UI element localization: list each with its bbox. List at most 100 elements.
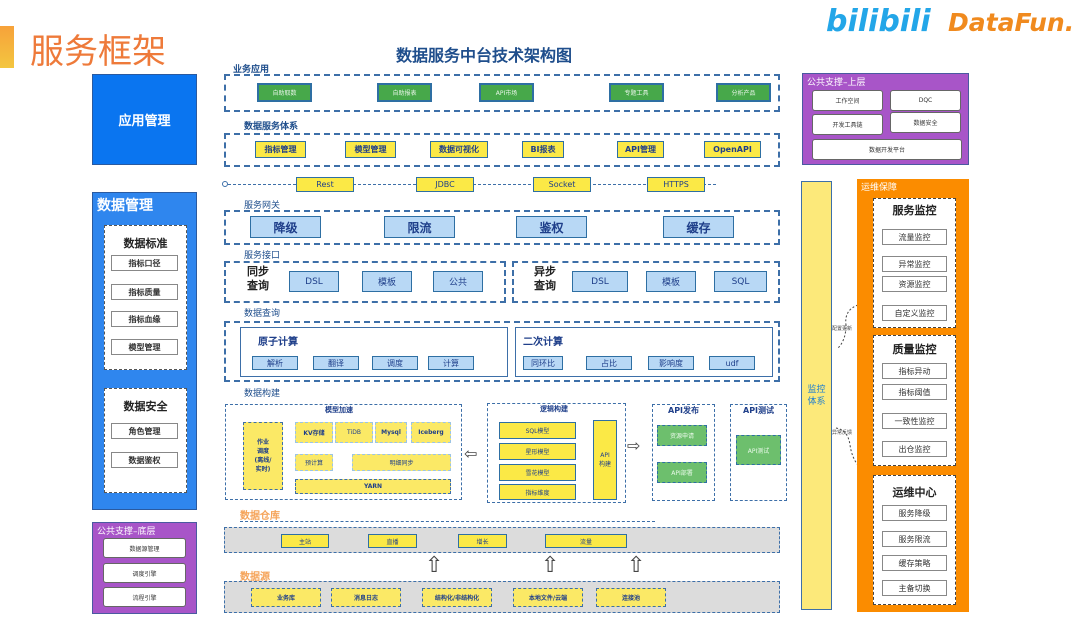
config-update-label: 配置更新 [832, 325, 853, 332]
quality-monitor-item: 指标异动 [882, 363, 947, 379]
public-bottom-item: 调度引擎 [103, 563, 186, 583]
ops-block: 运维保障 服务监控 流量监控 异常监控 资源监控 自定义监控 质量监控 指标异动… [857, 179, 969, 612]
quality-monitor-group: 质量监控 指标异动 指标阈值 一致性监控 出仓监控 [873, 335, 956, 466]
datafun-logo: DataFun. [948, 8, 1075, 37]
app-management-label: 应用管理 [118, 114, 171, 129]
service-system-item: 模型管理 [345, 141, 396, 158]
async-query-item: 模板 [646, 271, 696, 292]
public-support-bottom: 公共支撑–底层 数据源管理 调度引擎 流程引擎 [92, 522, 197, 614]
protocol-line-start-dot [222, 181, 228, 187]
ops-center-item: 服务降级 [882, 505, 947, 521]
ops-center-group: 运维中心 服务降级 服务限流 缓存策略 主备切换 [873, 475, 956, 605]
public-top-item: 开发工具链 [812, 114, 883, 135]
data-standard-group: 数据标准 指标口径 指标质量 指标血缘 模型管理 [104, 225, 187, 370]
biz-app-item: 自助取数 [257, 83, 312, 102]
arrow-up-icon: ⇧ [627, 553, 646, 578]
standard-item: 指标口径 [111, 255, 178, 271]
error-feedback-arrow [835, 427, 859, 466]
warehouse-label: 数据仓库 [240, 511, 280, 522]
atomic-item: 解析 [252, 356, 298, 370]
source-item: 结构化/非结构化 [422, 588, 492, 607]
biz-app-label: 业务应用 [233, 65, 270, 75]
biz-app-item: 自助报表 [377, 83, 432, 102]
interface-label: 服务接口 [244, 251, 281, 261]
service-system-item: OpenAPI [704, 141, 761, 158]
heading-accent-icon [0, 26, 14, 68]
standard-item: 指标血缘 [111, 311, 178, 327]
protocol-item: Rest [296, 177, 354, 192]
api-test-item: API测试 [736, 435, 781, 465]
standard-item: 指标质量 [111, 284, 178, 300]
bilibili-logo: bilibili [826, 4, 931, 39]
secondary-item: udf [709, 356, 755, 370]
public-top-item: DQC [890, 90, 961, 111]
arrow-up-icon: ⇧ [541, 553, 560, 578]
accel-store: TiDB [335, 422, 373, 443]
gateway-group [224, 210, 780, 245]
model-accel-title: 模型加速 [325, 406, 353, 414]
api-publish-item: API部署 [657, 462, 707, 483]
data-security-title: 数据安全 [123, 400, 168, 413]
logic-item: SQL模型 [499, 422, 576, 439]
accel-precompute: 预计算 [295, 454, 333, 471]
accel-store: Iceberg [411, 422, 451, 443]
quality-monitor-item: 一致性监控 [882, 413, 947, 429]
arrow-right-icon: ⇨ [627, 436, 641, 455]
api-test-group [730, 404, 787, 501]
source-item: 消息日志 [331, 588, 401, 607]
service-monitor-title: 服务监控 [892, 204, 937, 217]
quality-monitor-item: 指标阈值 [882, 384, 947, 400]
public-top-title: 公共支撑–上层 [807, 78, 866, 88]
public-bottom-item: 流程引擎 [103, 587, 186, 607]
feedback-arrows [835, 304, 859, 466]
service-system-group [224, 133, 780, 167]
gateway-item: 缓存 [663, 216, 734, 238]
biz-app-item: API市场 [479, 83, 534, 102]
gateway-item: 限流 [384, 216, 455, 238]
atomic-compute-group [240, 327, 508, 377]
api-build: API 构建 [593, 420, 617, 500]
service-system-item: API管理 [617, 141, 664, 158]
public-bottom-item: 数据源管理 [103, 538, 186, 558]
source-item: 连接池 [596, 588, 666, 607]
monitor-system-bar: 监控 体系 [801, 181, 832, 610]
gateway-label: 服务网关 [244, 201, 281, 211]
error-feedback-label: 异常反馈 [832, 429, 853, 436]
service-monitor-item: 资源监控 [882, 276, 947, 292]
service-system-item: 数据可视化 [430, 141, 488, 158]
secondary-item: 影响度 [648, 356, 694, 370]
atomic-compute-title: 原子计算 [258, 337, 298, 348]
security-item: 角色管理 [111, 423, 178, 439]
api-publish-group [652, 404, 715, 501]
arrow-left-icon: ⇦ [464, 444, 478, 463]
config-update-arrow [837, 304, 859, 349]
biz-app-item: 专题工具 [609, 83, 664, 102]
service-system-item: 指标管理 [255, 141, 306, 158]
service-system-label: 数据服务体系 [244, 122, 299, 132]
secondary-item: 同环比 [523, 356, 563, 370]
public-top-item: 数据开发平台 [812, 139, 962, 160]
public-support-top: 公共支撑–上层 工作空间 DQC 开发工具链 数据安全 数据开发平台 [802, 73, 969, 165]
logic-item: 星形模型 [499, 443, 576, 460]
accel-store: Mysql [375, 422, 407, 443]
async-query-item: SQL [714, 271, 767, 292]
logic-item: 雪花模型 [499, 464, 576, 481]
source-item: 本地文件/云端 [513, 588, 583, 607]
sync-query-item: DSL [289, 271, 339, 292]
biz-app-item: 分析产品 [716, 83, 771, 102]
security-item: 数据鉴权 [111, 452, 178, 468]
app-management-block: 应用管理 [92, 74, 197, 165]
monitor-system-label: 监控 体系 [807, 384, 826, 407]
public-top-item: 工作空间 [812, 90, 883, 111]
quality-monitor-item: 出仓监控 [882, 441, 947, 457]
async-query-title: 异步 查询 [534, 265, 556, 292]
accel-detail-sync: 明细同步 [352, 454, 451, 471]
async-query-item: DSL [572, 271, 628, 292]
atomic-item: 调度 [372, 356, 418, 370]
protocol-item: JDBC [416, 177, 474, 192]
yarn: YARN [295, 479, 451, 494]
data-standard-title: 数据标准 [123, 237, 168, 250]
gateway-item: 降级 [250, 216, 321, 238]
ops-title: 运维保障 [861, 183, 898, 193]
data-management-title: 数据管理 [97, 198, 153, 214]
